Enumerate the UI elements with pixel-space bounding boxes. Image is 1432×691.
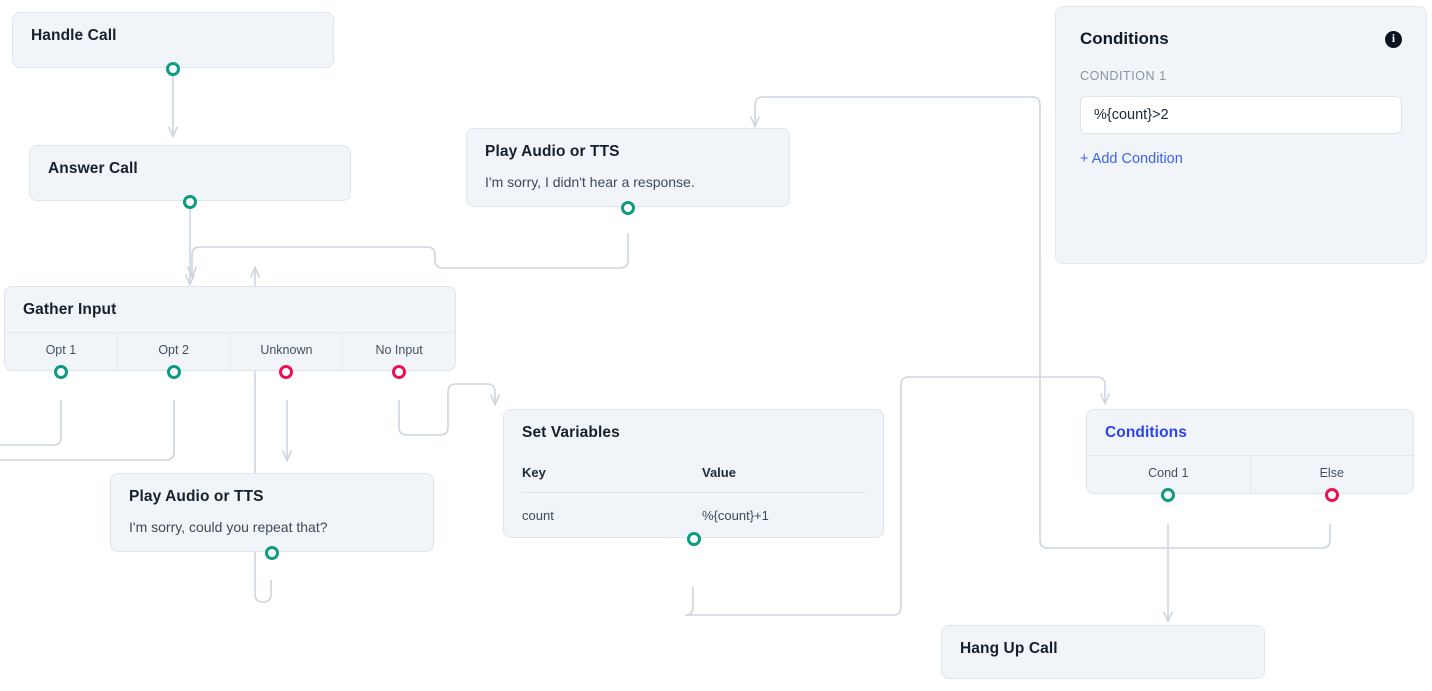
port-opt-1[interactable]: Opt 1 — [5, 333, 117, 379]
node-description: I'm sorry, could you repeat that? — [129, 519, 328, 535]
add-condition-link[interactable]: + Add Condition — [1080, 151, 1183, 167]
port-label: Cond 1 — [1148, 466, 1189, 480]
panel-header: Conditions i — [1056, 7, 1426, 49]
node-title: Conditions — [1105, 424, 1187, 441]
node-title: Play Audio or TTS — [129, 488, 264, 505]
port-dot-opt-1[interactable] — [53, 365, 68, 379]
port-dot-unknown[interactable] — [279, 365, 294, 379]
port-label: Unknown — [260, 343, 313, 357]
node-play-audio-no-response[interactable]: Play Audio or TTS I'm sorry, I didn't he… — [466, 128, 790, 215]
port-dot-else[interactable] — [1324, 488, 1339, 502]
edge-opt1-left — [0, 400, 62, 446]
node-title: Gather Input — [23, 301, 117, 318]
output-ports: Opt 1 Opt 2 Unknown No Input — [5, 332, 455, 379]
port-label: No Input — [375, 343, 423, 357]
edge-opt2-left — [0, 400, 175, 461]
output-port-dot[interactable] — [686, 532, 701, 546]
port-label: Opt 2 — [158, 343, 189, 357]
node-handle-call[interactable]: Handle Call — [12, 12, 334, 76]
edge-noresponse-to-gather — [192, 233, 629, 276]
table-row: count %{count}+1 — [522, 493, 865, 523]
node-title: Set Variables — [522, 424, 620, 441]
output-port-dot[interactable] — [265, 546, 279, 560]
port-label: Opt 1 — [45, 343, 77, 357]
table-header-row: Key Value — [522, 455, 865, 493]
condition-input[interactable]: %{count}>2 — [1080, 96, 1402, 134]
port-label: Else — [1319, 466, 1344, 480]
port-opt-2[interactable]: Opt 2 — [116, 333, 230, 379]
panel-title: Conditions — [1080, 29, 1169, 48]
port-no-input[interactable]: No Input — [342, 333, 455, 379]
node-play-audio-repeat[interactable]: Play Audio or TTS I'm sorry, could you r… — [110, 473, 434, 560]
node-answer-call[interactable]: Answer Call — [29, 145, 351, 209]
output-ports: Cond 1 Else — [1087, 455, 1414, 502]
port-else[interactable]: Else — [1249, 456, 1414, 502]
node-title: Handle Call — [31, 27, 117, 44]
port-dot-no-input[interactable] — [392, 365, 407, 379]
column-header-value: Value — [702, 465, 736, 480]
condition-label: CONDITION 1 — [1080, 69, 1167, 83]
output-port-dot[interactable] — [621, 201, 635, 215]
node-title: Answer Call — [48, 160, 138, 177]
node-gather-input[interactable]: Gather Input Opt 1 Opt 2 Unknown No Inpu… — [4, 286, 456, 379]
port-dot-cond-1[interactable] — [1161, 488, 1176, 502]
port-unknown[interactable]: Unknown — [229, 333, 343, 379]
info-icon[interactable]: i — [1385, 30, 1402, 48]
output-port-dot[interactable] — [166, 62, 180, 76]
node-conditions[interactable]: Conditions Cond 1 Else — [1086, 409, 1414, 502]
variables-table: Key Value count %{count}+1 — [504, 455, 883, 537]
output-port-dot[interactable] — [183, 195, 197, 209]
edge-noinput-to-setvars — [398, 383, 495, 436]
node-hang-up-call[interactable]: Hang Up Call — [941, 625, 1265, 679]
node-title: Play Audio or TTS — [485, 143, 620, 160]
node-set-variables[interactable]: Set Variables Key Value count %{count}+1 — [503, 409, 884, 546]
node-title: Hang Up Call — [960, 640, 1058, 657]
conditions-panel: Conditions i CONDITION 1 %{count}>2 + Ad… — [1055, 6, 1427, 264]
cell-value: %{count}+1 — [702, 508, 769, 523]
column-header-key: Key — [522, 465, 546, 480]
cell-key: count — [522, 508, 554, 523]
port-dot-opt-2[interactable] — [166, 365, 181, 379]
port-cond-1[interactable]: Cond 1 — [1087, 456, 1250, 502]
node-description: I'm sorry, I didn't hear a response. — [485, 174, 695, 190]
